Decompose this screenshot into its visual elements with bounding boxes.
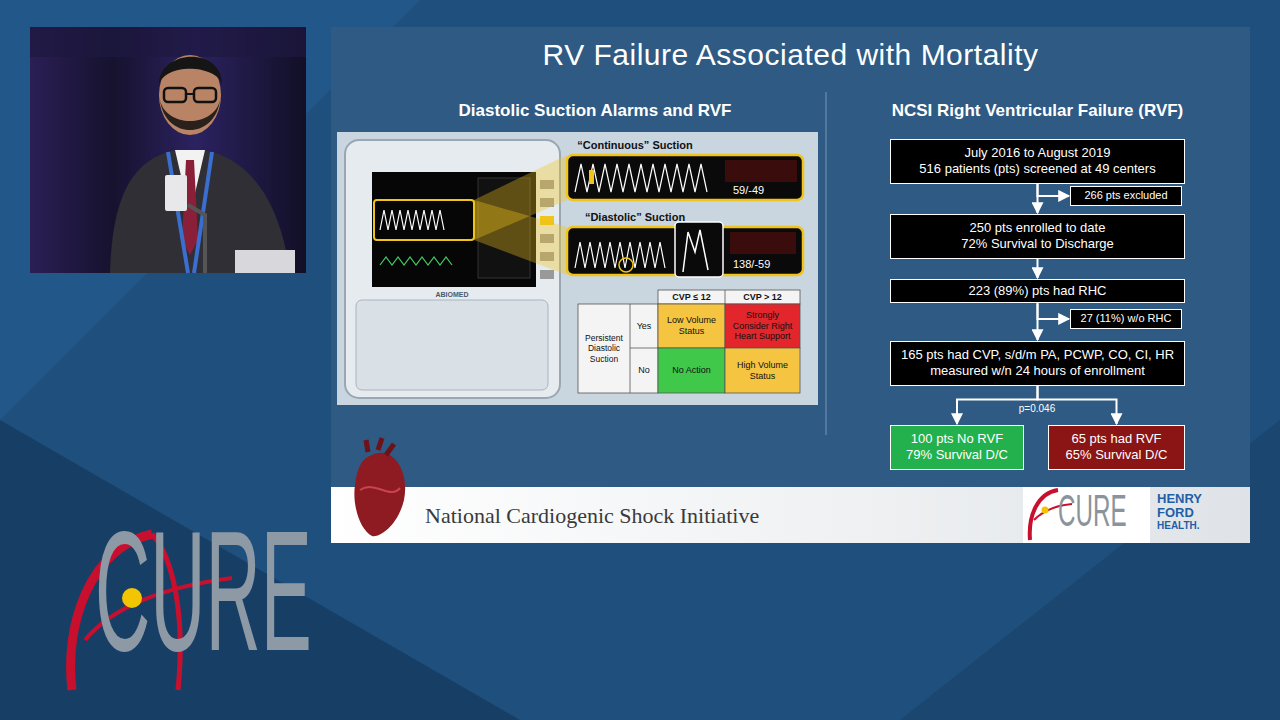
banner-text: National Cardiogenic Shock Initiative [425,503,845,529]
acure-logo-mark [1023,487,1150,543]
flow-box: 223 (89%) pts had RHC [890,279,1185,303]
flow-arrow [1038,303,1070,319]
box-text: 100 pts No RVF [895,431,1019,447]
callout-caption: “Diastolic” Suction [555,211,715,224]
flow-box: 165 pts had CVP, s/d/m PA, PCWP, CO, CI,… [890,341,1185,386]
box-text: July 2016 to August 2019 [895,145,1180,161]
table-cell: No Action [658,348,725,393]
box-text: 79% Survival D/C [895,447,1019,463]
box-text: 516 patients (pts) screened at 49 center… [895,161,1180,177]
box-text: 65 pts had RVF [1053,431,1180,447]
heart-illustration [354,438,405,536]
logo-text: HEALTH. [1157,521,1247,531]
table-cell: Strongly Consider Right Heart Support [725,304,800,348]
table-cell: Low Volume Status [658,304,725,348]
divider-line [825,92,827,435]
p-value: p=0.046 [1016,403,1058,415]
flow-box: July 2016 to August 2019516 patients (pt… [890,139,1185,184]
slide-title: RV Failure Associated with Mortality [331,38,1250,72]
logo-text: CURE [1058,489,1135,533]
box-text: 223 (89%) pts had RHC [895,283,1180,299]
speaker-video [30,27,306,273]
table-cell: CVP ≤ 12 [658,290,725,304]
box-text: 72% Survival to Discharge [895,236,1180,252]
exclusion-box: 27 (11%) w/o RHC [1070,309,1182,329]
table-cell: No [630,348,658,393]
box-text: 165 pts had CVP, s/d/m PA, PCWP, CO, CI,… [895,347,1180,380]
logo-text: HENRY [1157,492,1247,505]
flow-arrow [1037,303,1039,340]
outcome-box: 65 pts had RVF65% Survival D/C [1048,425,1185,470]
exclusion-box: 266 pts excluded [1070,186,1182,206]
table-cell: CVP > 12 [725,290,800,304]
box-text: 27 (11%) w/o RHC [1075,312,1177,326]
table-cell: High Volume Status [725,348,800,393]
table-cell: Persistent Diastolic Suction [578,304,630,393]
brand-mark: ABIOMED [420,291,484,299]
logo-text: FORD [1157,506,1247,519]
box-text: 250 pts enrolled to date [895,220,1180,236]
slide-panel [331,27,1250,543]
pump-console-illustration [337,132,818,405]
logo-text: CURE [95,506,329,676]
section-heading: Diastolic Suction Alarms and RVF [400,101,790,121]
flow-arrow [1038,184,1070,196]
flow-arrow [1037,184,1039,214]
callout-caption: “Continuous” Suction [555,139,715,152]
banner-bar [331,487,1250,543]
table-cell: Yes [630,304,658,348]
flow-arrow [1037,259,1039,279]
monitor-reading: 59/-49 [733,184,797,197]
section-heading: NCSI Right Ventricular Failure (RVF) [860,101,1215,121]
box-text: 266 pts excluded [1075,189,1177,203]
box-text: 65% Survival D/C [1053,447,1180,463]
monitor-reading: 138/-59 [733,258,797,271]
flow-box: 250 pts enrolled to date72% Survival to … [890,214,1185,259]
outcome-box: 100 pts No RVF79% Survival D/C [890,425,1024,470]
